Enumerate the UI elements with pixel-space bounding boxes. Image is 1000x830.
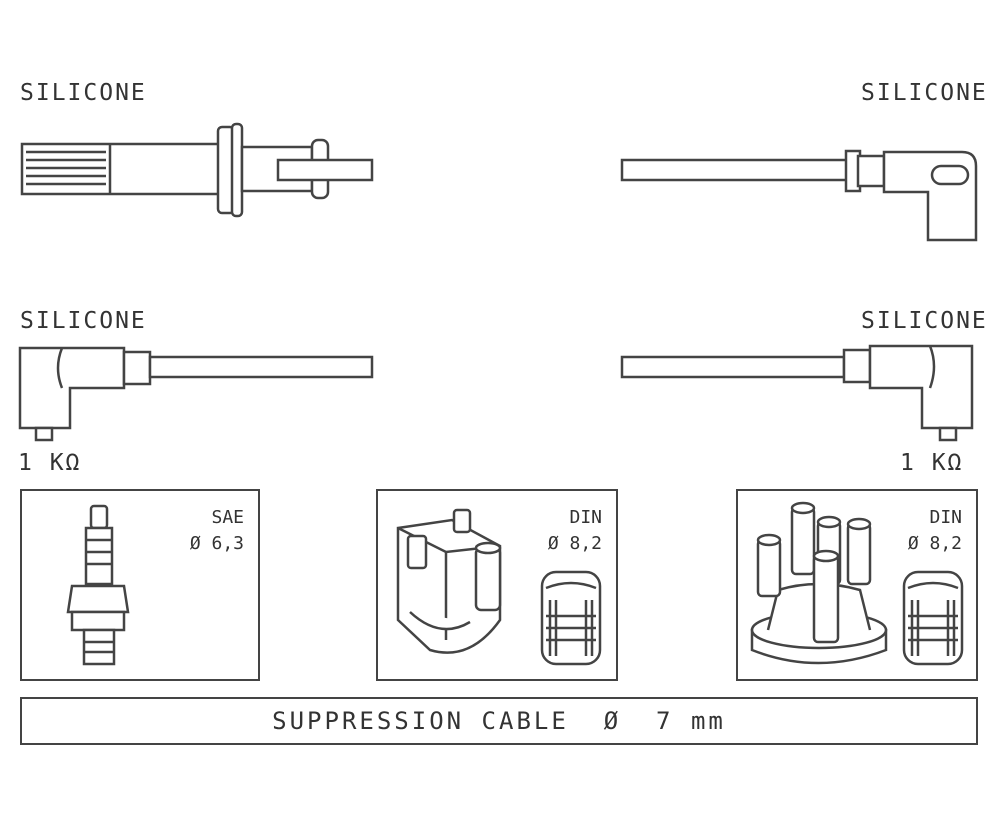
diameter-label: Ø 6,3 <box>189 533 244 554</box>
label-silicone-mid-right: SILICONE <box>861 308 988 334</box>
diameter-label: Ø 8,2 <box>907 533 962 554</box>
label-silicone-mid-left: SILICONE <box>20 308 147 334</box>
label-resistance-left: 1 KΩ <box>18 450 82 476</box>
label-silicone-top-left: SILICONE <box>20 80 147 106</box>
spark-plug-box: SAE Ø 6,3 <box>20 489 260 681</box>
standard-label: SAE <box>211 507 244 528</box>
label-resistance-right: 1 KΩ <box>900 450 964 476</box>
standard-label: DIN <box>929 507 962 528</box>
diameter-label: Ø 8,2 <box>547 533 602 554</box>
banner-text: SUPPRESSION CABLE Ø 7 mm <box>272 707 726 735</box>
standard-label: DIN <box>569 507 602 528</box>
label-silicone-top-right: SILICONE <box>861 80 988 106</box>
suppression-cable-banner: SUPPRESSION CABLE Ø 7 mm <box>20 697 978 745</box>
